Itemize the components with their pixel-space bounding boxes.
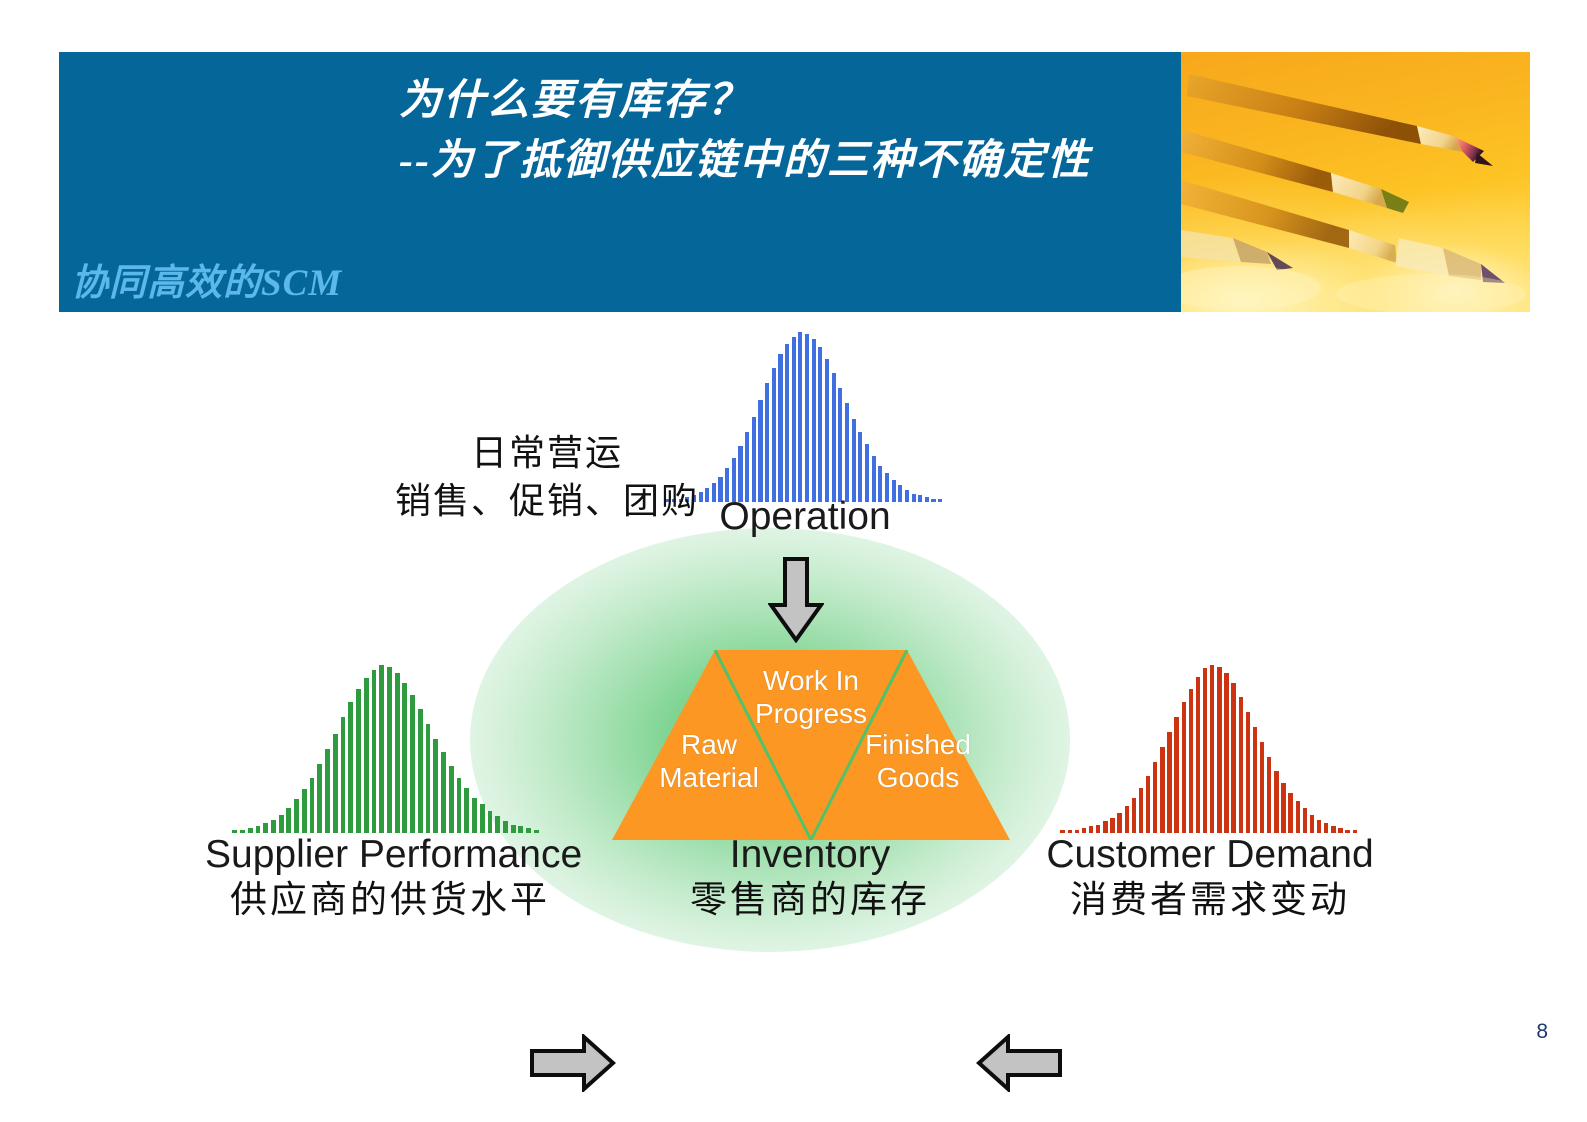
- inventory-trapezoid-shape: [612, 650, 1010, 840]
- segment-wip-line-2: Progress: [754, 698, 868, 729]
- caption-inventory-en: Inventory: [729, 833, 891, 876]
- colored-pencils-photo: [1181, 52, 1530, 312]
- uncertainty-diagram: Operation 日常营运 销售、促销、团购 Supplier Perform…: [0, 312, 1587, 1094]
- bell-curve-supplier-performance: [232, 665, 542, 833]
- annotation-daily-line-1: 日常营运: [470, 433, 623, 473]
- page-number: 8: [1536, 1020, 1548, 1043]
- caption-customer-en: Customer Demand: [1046, 833, 1374, 876]
- caption-inventory: Inventory 零售商的库存: [665, 832, 955, 924]
- brand-label: 协同高效的SCM: [71, 263, 343, 304]
- inventory-trapezoid: Work In Progress Raw Material Finished G…: [612, 650, 1010, 840]
- arrow-right-icon: [530, 1032, 616, 1097]
- caption-customer-cn: 消费者需求变动: [1070, 880, 1350, 921]
- segment-finished-line-2: Goods: [876, 762, 960, 793]
- caption-supplier-en: Supplier Performance: [205, 833, 583, 876]
- caption-operation-en: Operation: [719, 495, 891, 538]
- page-title-line-2: --为了抵御供应链中的三种不确定性: [399, 138, 1091, 184]
- divider-right: [809, 650, 909, 840]
- segment-work-in-progress: Work In Progress: [721, 664, 901, 730]
- arrow-left-icon: [976, 1032, 1062, 1097]
- page-title-line-1: 为什么要有库存？: [399, 78, 752, 124]
- caption-operation: Operation: [695, 494, 915, 540]
- caption-supplier-cn: 供应商的供货水平: [230, 880, 550, 921]
- caption-customer-demand: Customer Demand 消费者需求变动: [1040, 832, 1380, 924]
- pencil-illustration: [1181, 74, 1526, 312]
- caption-inventory-cn: 零售商的库存: [690, 880, 930, 921]
- segment-raw-line-2: Material: [659, 762, 759, 793]
- segment-raw-line-1: Raw: [680, 729, 737, 760]
- divider-left: [713, 650, 813, 840]
- annotation-daily-line-2: 销售、促销、团购: [394, 481, 699, 521]
- segment-finished-line-1: Finished: [865, 729, 971, 760]
- header-band: 为什么要有库存？ --为了抵御供应链中的三种不确定性 协同高效的SCM: [59, 52, 1530, 312]
- arrow-down-icon: [767, 557, 825, 648]
- segment-raw-material: Raw Material: [634, 728, 784, 794]
- trapezoid-body: [612, 650, 1010, 840]
- annotation-daily-operations: 日常营运 销售、促销、团购: [392, 429, 702, 525]
- segment-wip-line-1: Work In: [763, 665, 859, 696]
- bell-curve-operation: [665, 332, 945, 502]
- segment-finished-goods: Finished Goods: [838, 728, 998, 794]
- bell-curve-customer-demand: [1060, 665, 1360, 833]
- page-title: 为什么要有库存？ --为了抵御供应链中的三种不确定性: [399, 71, 1159, 191]
- caption-supplier-performance: Supplier Performance 供应商的供货水平: [205, 832, 583, 924]
